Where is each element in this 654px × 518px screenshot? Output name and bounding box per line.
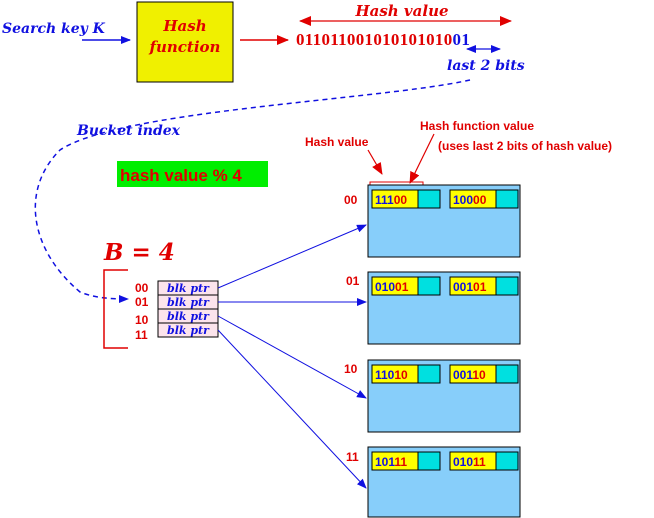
directory-index-3: 11 [135,328,148,342]
bucket-10: 10 11010 00110 [344,359,521,433]
callout-hash-function-value: Hash function value [420,119,534,133]
directory-index-2: 10 [135,313,149,327]
record-pointer [495,451,519,471]
callout-hash-value-arrow [367,149,383,175]
directory-entry-label-1: blk ptr [167,296,210,309]
b-label: B = 4 [103,239,175,266]
directory-entry-label-3: blk ptr [167,324,210,337]
hash-function-box [136,1,234,83]
callout-hash-function-value-arrow [409,133,435,184]
pointer-arrow-11 [217,329,367,489]
bucket-11: 11 10111 01011 [346,446,521,518]
record-key-text: 00110 [453,368,486,382]
bucket-00: 00 11100 10000 [344,184,521,258]
directory-bracket [103,269,128,349]
pointer-arrow-10 [217,315,367,399]
modulo-label-bg [117,161,268,187]
callout-hash-value: Hash value [305,135,369,149]
record-pointer [417,276,441,296]
record-key-text: 10111 [375,455,407,469]
directory-index-1: 01 [135,295,149,309]
last-bits-label: last 2 bits [447,58,525,74]
modulo-label: hash value % 4 [120,166,242,185]
hash-function-line1: Hash [162,17,206,35]
record-pointer [495,364,519,384]
record-key-text: 00101 [453,280,487,294]
directory-index-0: 00 [135,281,149,295]
hash-value-bits-suffix: 01 [453,30,471,49]
bucket-index-label: Bucket index [76,123,181,139]
record-pointer [417,451,441,471]
pointer-arrow-00 [217,224,367,289]
directory-entry-label-2: blk ptr [167,310,210,323]
record-pointer [417,364,441,384]
hash-function-line2: function [149,38,221,56]
search-key-label: Search key K [2,21,106,37]
bucket-index-11: 11 [346,450,359,464]
hash-value-label: Hash value [354,2,448,20]
record-pointer [495,276,519,296]
record-key-text: 10000 [453,193,487,207]
callout-hash-function-value-note: (uses last 2 bits of hash value) [438,139,612,153]
bucket-index-dashed-path [34,79,471,303]
bucket-index-01: 01 [346,274,360,288]
directory-entry-label-0: blk ptr [167,282,210,295]
hash-value-bits: 01101100101010101001 [296,30,470,49]
record-key-text: 01011 [453,455,486,469]
record-key-text: 01001 [375,280,409,294]
record-pointer [495,189,519,209]
record-pointer [417,189,441,209]
record-key-text: 11010 [375,368,408,382]
bucket-index-10: 10 [344,362,358,376]
bucket-01: 01 01001 00101 [346,271,521,345]
hash-value-bits-prefix: 011011001010101010 [296,30,453,49]
bucket-index-00: 00 [344,193,358,207]
directory: 00 01 10 11 blk ptr blk ptr blk ptr blk … [135,280,219,342]
record-key-text: 11100 [375,193,407,207]
